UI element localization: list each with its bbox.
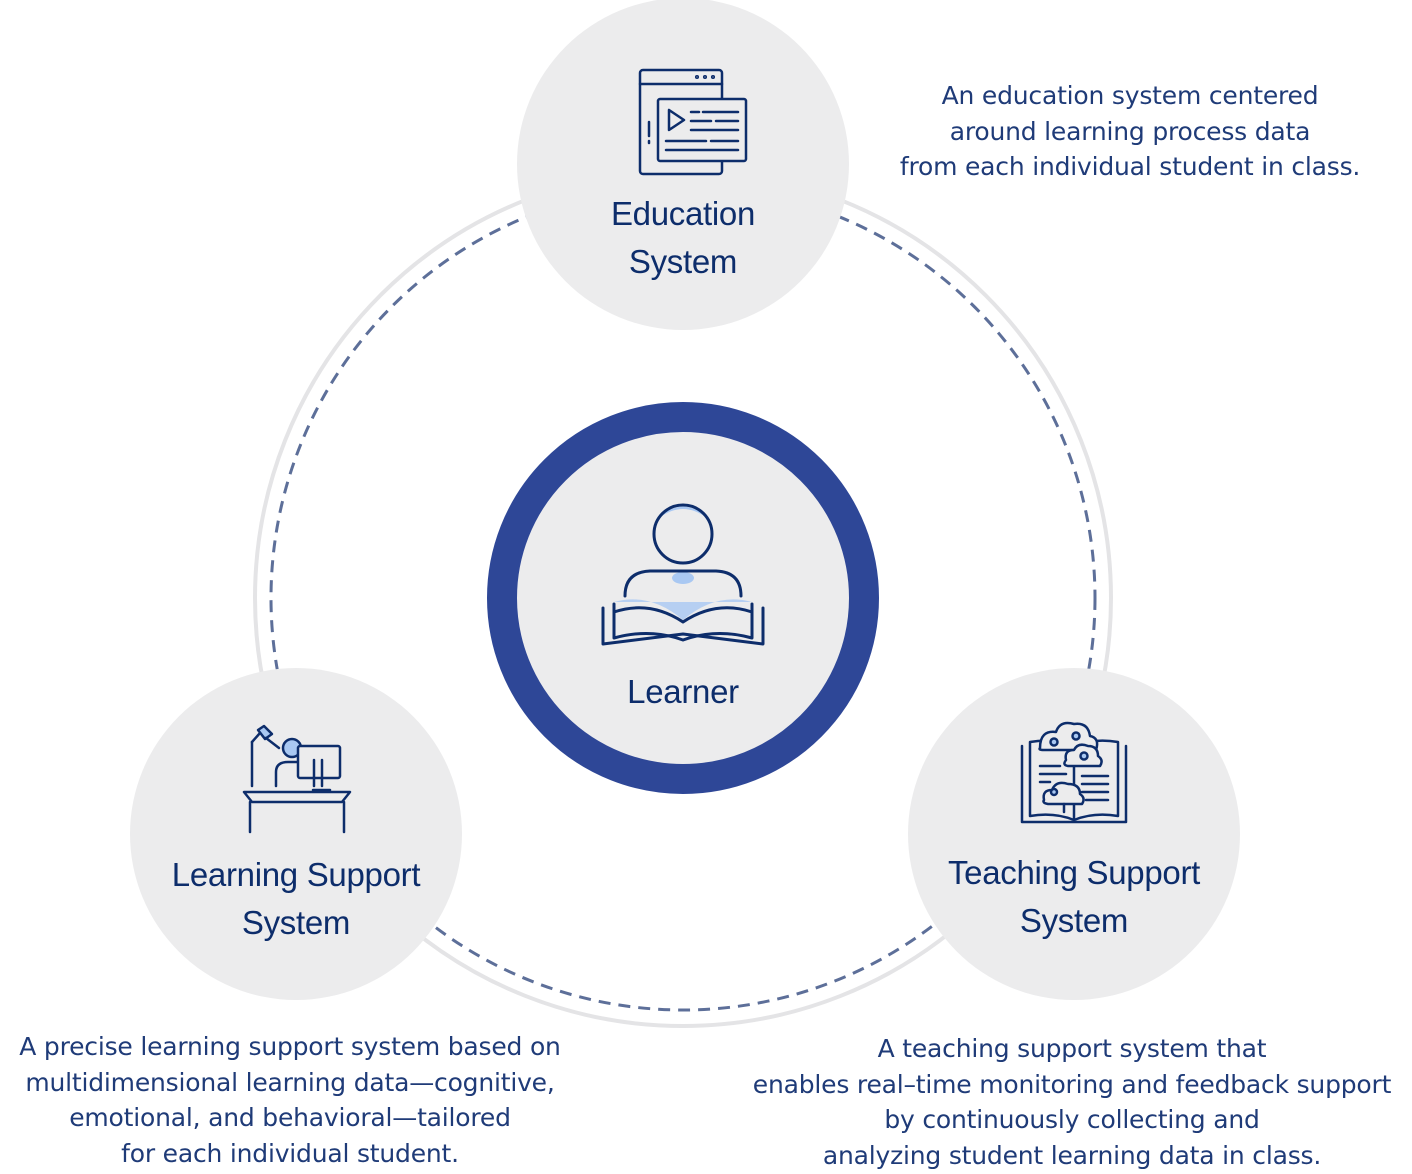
education-title-line2: System — [628, 243, 738, 280]
learning-support-description: A precise learning support system based … — [0, 1029, 580, 1171]
teaching-support-node-title: Teaching Support System — [924, 849, 1224, 945]
description-line: A precise learning support system based … — [19, 1032, 561, 1061]
description-line: from each individual student in class. — [899, 152, 1361, 181]
education-node-circle — [517, 0, 849, 330]
description-line: emotional, and behavioral—tailored — [69, 1103, 511, 1132]
teaching-support-node-circle — [908, 668, 1240, 1000]
learning-support-title-line1: Learning Support — [171, 856, 421, 893]
description-line: enables real–time monitoring and feedbac… — [752, 1069, 1392, 1099]
learning-support-node-title: Learning Support System — [146, 851, 446, 947]
reading-learner-icon — [601, 503, 765, 646]
teaching-support-title-line2: System — [1019, 902, 1129, 939]
open-book-cloud-icon — [1020, 721, 1128, 824]
education-description: An education system centered around lear… — [880, 78, 1380, 185]
video-window-icon — [638, 68, 748, 176]
education-title-line1: Education — [610, 195, 756, 232]
description-line: multidimensional learning data—cognitive… — [25, 1067, 555, 1097]
learner-node-title: Learner — [583, 668, 783, 716]
education-node-title: Education System — [583, 190, 783, 286]
teaching-support-description: A teaching support system that enables r… — [732, 1031, 1412, 1173]
learner-node-circle — [487, 402, 879, 794]
teaching-support-title-line1: Teaching Support — [947, 854, 1201, 891]
description-line: around learning process data — [949, 116, 1311, 146]
description-line: analyzing student learning data in class… — [822, 1140, 1322, 1170]
description-line: by continuously collecting and — [884, 1105, 1260, 1134]
student-desk-computer-icon — [242, 724, 352, 834]
learning-support-title-line2: System — [241, 904, 351, 941]
learner-label: Learner — [627, 673, 739, 710]
learning-support-node-circle — [130, 668, 462, 1000]
description-line: for each individual student. — [121, 1138, 459, 1168]
description-line: An education system centered — [941, 81, 1319, 110]
description-line: A teaching support system that — [877, 1034, 1267, 1063]
